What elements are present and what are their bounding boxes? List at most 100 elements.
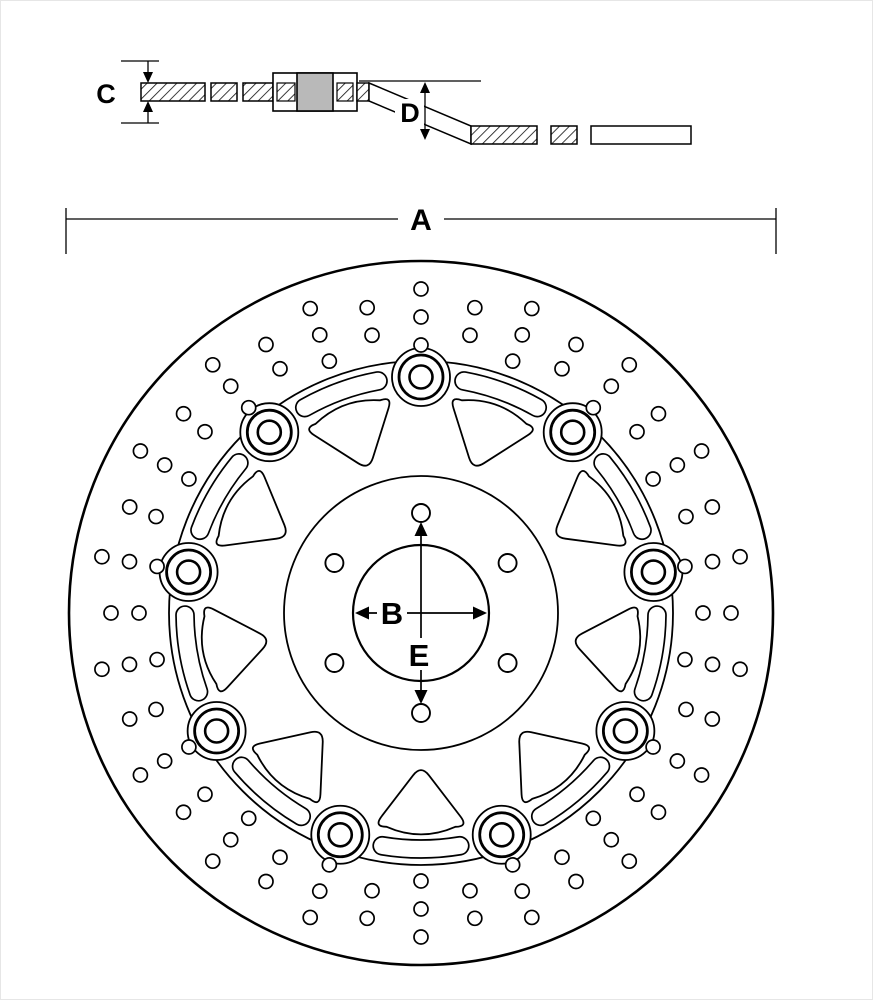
drill-hole — [258, 873, 274, 890]
dim-b-arrowhead-right — [473, 606, 487, 620]
dim-label-a: A — [410, 204, 432, 237]
drill-hole — [149, 651, 165, 668]
band-relief-slot — [530, 756, 611, 827]
drill-hole — [413, 337, 429, 353]
section-band-segment — [276, 82, 296, 102]
dim-e-arrowhead-down — [414, 690, 428, 704]
section-band-segment — [140, 82, 206, 102]
drill-hole — [629, 423, 645, 440]
drill-hole — [504, 353, 521, 370]
drill-hole — [103, 605, 119, 621]
dimension-d: D — [359, 80, 481, 140]
rivet-inner-ring — [559, 419, 586, 446]
drill-hole — [94, 661, 110, 678]
disc-outer-edge — [67, 259, 775, 967]
rivet-outer-ring — [630, 548, 677, 596]
drill-hole — [603, 378, 620, 395]
float-rivets — [165, 353, 677, 859]
drill-hole — [523, 300, 540, 317]
section-band-segment — [242, 82, 274, 102]
spoke-window — [574, 606, 642, 693]
drill-hole — [311, 327, 328, 343]
drill-hole — [94, 548, 110, 565]
rivet-inner-ring — [327, 821, 354, 848]
spoke-windows — [200, 398, 642, 836]
drill-hole — [678, 508, 694, 525]
drill-hole — [732, 661, 748, 678]
drill-hole — [121, 553, 138, 570]
dim-e-label-backing — [404, 638, 434, 670]
cross-section-view: C D — [96, 60, 692, 146]
drill-hole — [148, 508, 164, 525]
drill-hole — [645, 471, 661, 487]
bolt-hole — [411, 703, 431, 723]
drill-hole — [121, 711, 138, 727]
drill-hole — [149, 558, 165, 575]
drill-hole — [585, 399, 602, 416]
drill-hole — [413, 901, 429, 917]
spoke-window — [451, 398, 534, 467]
drill-hole — [621, 853, 638, 870]
section-band-segment — [336, 82, 354, 102]
section-band-segment — [356, 82, 370, 102]
drill-hole — [156, 457, 173, 473]
drill-hole — [677, 651, 693, 668]
drill-hole — [258, 336, 274, 353]
drill-hole — [732, 548, 748, 565]
drill-hole — [181, 471, 197, 487]
drill-hole — [704, 553, 721, 570]
drill-hole — [568, 873, 584, 890]
drill-hole — [240, 810, 257, 827]
band-relief-slot — [633, 605, 667, 702]
drill-hole — [413, 929, 429, 945]
drill-hole — [204, 356, 221, 373]
drill-hole — [669, 753, 686, 769]
spoke-window — [252, 730, 324, 804]
section-carrier-segment — [550, 125, 578, 145]
band-relief-slot — [175, 605, 209, 702]
bolt-hole — [411, 503, 431, 523]
bolt-hole — [497, 653, 518, 673]
rivet-outer-ring — [549, 408, 597, 456]
rivet-inner-ring — [640, 559, 667, 585]
drill-hole — [704, 711, 721, 727]
drill-hole — [413, 309, 429, 325]
drill-hole — [669, 457, 686, 473]
drill-hole — [554, 360, 570, 377]
drill-hole — [302, 909, 319, 926]
drill-hole — [723, 605, 739, 621]
drill-hole — [204, 853, 221, 870]
drill-hole — [132, 767, 149, 783]
rivet-inner-ring — [175, 559, 202, 585]
drill-hole — [466, 299, 483, 316]
rivet-inner-ring — [203, 718, 230, 744]
band-relief-slot — [190, 453, 249, 541]
dim-c-arrowhead-up — [143, 101, 153, 112]
drill-hole — [364, 327, 380, 344]
drill-hole — [462, 882, 478, 899]
spoke-window — [518, 730, 590, 804]
drill-hole — [695, 605, 711, 621]
dim-label-d: D — [400, 98, 420, 128]
drill-hole — [272, 360, 288, 377]
drill-hole — [466, 910, 483, 927]
spoke-window — [308, 398, 391, 467]
dim-d-arrowhead-down — [420, 129, 430, 140]
drill-hole — [175, 405, 192, 422]
dim-d-arrowhead-up — [420, 82, 430, 93]
drill-hole — [693, 767, 710, 783]
bolt-holes — [324, 503, 518, 723]
drill-hole — [568, 336, 584, 353]
section-bobbin-core — [296, 72, 334, 112]
dim-d-label-backing — [395, 99, 424, 127]
drill-hole — [514, 327, 531, 343]
drill-hole — [240, 399, 257, 416]
drill-hole — [321, 353, 338, 370]
dim-label-c: C — [96, 79, 116, 109]
dim-c-arrowhead-down — [143, 72, 153, 83]
drill-hole — [413, 281, 429, 297]
section-carrier-segment — [590, 125, 692, 145]
drill-hole — [302, 300, 319, 317]
spoke-window — [555, 469, 627, 547]
